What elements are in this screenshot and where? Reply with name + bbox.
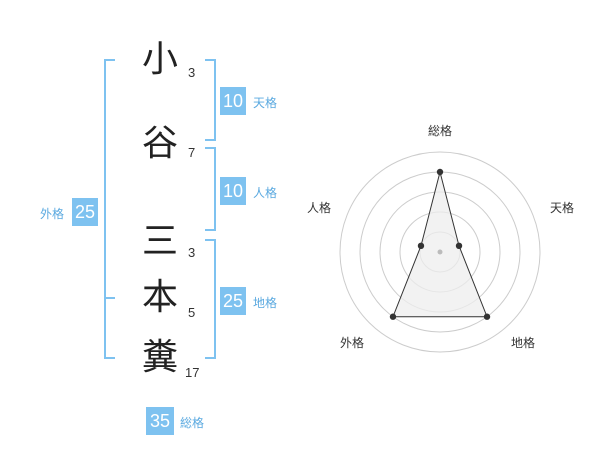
radar-point-1 [436, 168, 444, 176]
soukaku-label: 総格 [180, 416, 205, 430]
stroke-count-5: 17 [185, 365, 200, 380]
radar-label-tenkaku: 天格 [550, 201, 575, 215]
radar-label-soukaku: 総格 [428, 124, 453, 138]
radar-data-polygon [392, 171, 488, 318]
gaikaku-value-badge: 25 [72, 198, 98, 226]
radar-point-3 [483, 313, 491, 320]
radar-point-2 [455, 242, 463, 250]
tenkaku-value-badge: 10 [220, 87, 246, 115]
stroke-count-3: 3 [188, 245, 196, 260]
gaikaku-label: 外格 [40, 207, 65, 221]
gaikaku-bracket [104, 59, 115, 359]
soukaku-value-badge: 35 [146, 407, 174, 435]
name-char-1: 小 [141, 39, 178, 80]
stroke-count-1: 3 [188, 65, 196, 80]
jinkaku-bracket [205, 147, 216, 231]
tenkaku-label: 天格 [253, 96, 278, 110]
radar-label-jinkaku: 人格 [307, 201, 332, 215]
radar-center-dot [437, 249, 443, 255]
name-char-5: 糞 [141, 337, 178, 378]
name-char-4: 本 [141, 277, 178, 318]
radar-label-chikaku: 地格 [511, 336, 536, 350]
stroke-count-4: 5 [188, 305, 196, 320]
tenkaku-bracket [205, 59, 216, 141]
stroke-count-2: 7 [188, 145, 196, 160]
name-char-2: 谷 [141, 123, 178, 164]
radar-ring-5 [339, 151, 541, 353]
jinkaku-value-badge: 10 [220, 177, 246, 205]
jinkaku-label: 人格 [253, 186, 278, 200]
chikaku-value-badge: 25 [220, 287, 246, 315]
chikaku-label: 地格 [253, 296, 278, 310]
radar-point-4 [389, 313, 397, 320]
radar-point-5 [417, 242, 425, 250]
name-char-3: 三 [141, 221, 178, 262]
chikaku-bracket [205, 239, 216, 359]
radar-label-gaikaku: 外格 [340, 336, 365, 350]
